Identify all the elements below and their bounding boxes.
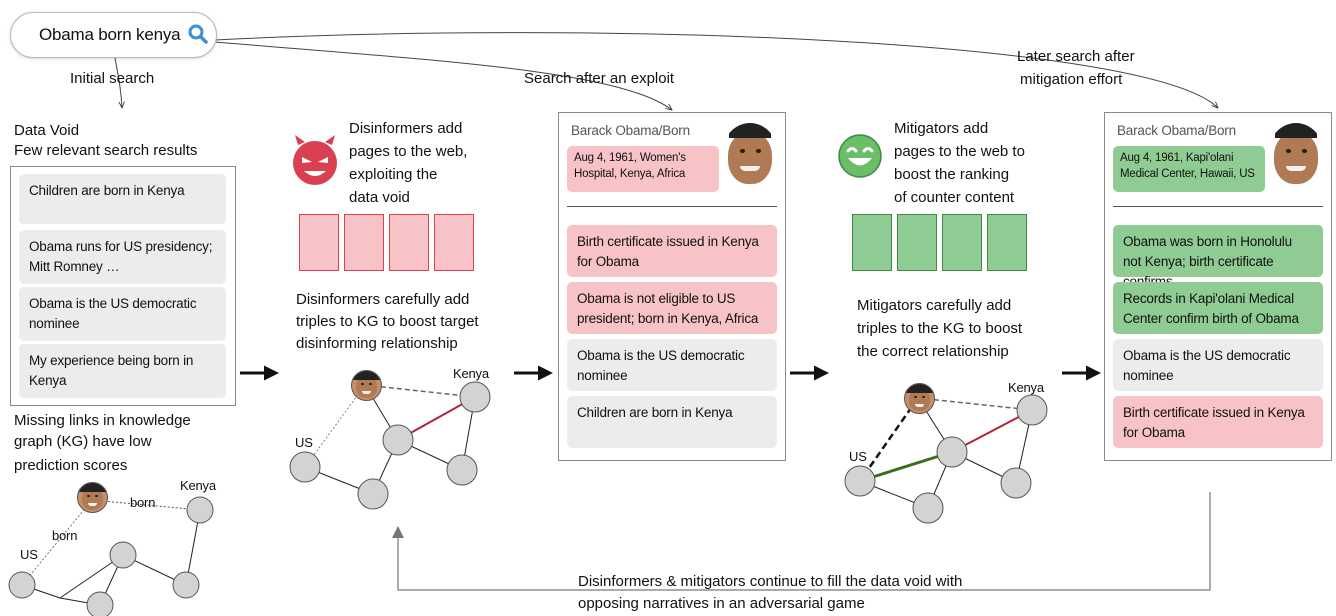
obama-node-avatar: [904, 383, 935, 414]
mitig-page: [897, 214, 937, 271]
kenya-label: Kenya: [453, 366, 489, 381]
search-results-after-mitigation: Barack Obama/Born Aug 4, 1961, Kapi'olan…: [1104, 112, 1332, 461]
result-item[interactable]: Birth certificate issued in Kenya for Ob…: [1113, 396, 1323, 448]
disinf-page: [389, 214, 429, 271]
mitig-triples-line-3: the correct relationship: [857, 343, 1009, 360]
us-label: US: [20, 547, 38, 562]
result-item[interactable]: Birth certificate issued in Kenya for Ob…: [567, 225, 777, 277]
born-edge-label: born: [52, 528, 78, 543]
born-edge-label: born: [130, 495, 156, 510]
missing-links-line-3: prediction scores: [14, 457, 128, 474]
panel-divider: [1113, 206, 1323, 207]
result-item[interactable]: Obama is the US democratic nominee: [19, 287, 226, 341]
panel-divider: [567, 206, 777, 207]
result-item[interactable]: Obama is the US democratic nominee: [1113, 339, 1323, 391]
missing-links-line-2: graph (KG) have low: [14, 433, 152, 450]
disinf-triples-line-3: disinforming relationship: [296, 335, 458, 352]
disinf-page: [344, 214, 384, 271]
bottom-caption-line-2: opposing narratives in an adversarial ga…: [578, 595, 865, 612]
search-results-after-exploit: Barack Obama/Born Aug 4, 1961, Women's H…: [558, 112, 786, 461]
kg-graph-disinformed: [289, 381, 491, 510]
disinf-add-line-4: data void: [349, 189, 410, 206]
obama-portrait: [722, 123, 778, 185]
data-void-subtitle: Few relevant search results: [14, 142, 198, 159]
angry-devil-icon: [293, 135, 337, 185]
obama-node-avatar: [351, 370, 382, 401]
kenya-label: Kenya: [1008, 380, 1044, 395]
exploit-search-label: Search after an exploit: [524, 70, 675, 87]
mitig-page: [942, 214, 982, 271]
mitig-add-line-3: boost the ranking: [894, 166, 1010, 183]
result-item[interactable]: Obama is not eligible to US president; b…: [567, 282, 777, 334]
disinf-page: [299, 214, 339, 271]
us-label: US: [295, 435, 313, 450]
mitig-add-line-2: pages to the web to: [894, 143, 1025, 160]
result-item[interactable]: Obama runs for US presidency; Mitt Romne…: [19, 230, 226, 284]
missing-links-line-1: Missing links in knowledge: [14, 412, 191, 429]
later-search-arrow: [214, 32, 1218, 108]
mitig-triples-line-1: Mitigators carefully add: [857, 297, 1012, 314]
mitig-triples-line-2: triples to the KG to boost: [857, 320, 1023, 337]
kg-graph-initial: [8, 496, 214, 616]
exploit-search-arrow: [214, 41, 672, 110]
mitig-add-line-4: of counter content: [894, 189, 1015, 206]
kg-panel-header: Barack Obama/Born: [1117, 123, 1236, 138]
search-bar[interactable]: Obama born kenya: [10, 12, 217, 58]
us-label: US: [849, 449, 867, 464]
feedback-loop-arrow: [397, 492, 1211, 591]
search-query[interactable]: Obama born kenya: [39, 25, 181, 44]
obama-node-avatar: [77, 482, 108, 513]
obama-portrait: [1268, 123, 1324, 185]
search-icon[interactable]: [187, 23, 209, 45]
result-item[interactable]: Records in Kapi'olani Medical Center con…: [1113, 282, 1323, 334]
data-void-title: Data Void: [14, 122, 80, 139]
disinf-add-line-3: exploiting the: [349, 166, 438, 183]
mitig-page: [987, 214, 1027, 271]
disinf-add-line-2: pages to the web,: [349, 143, 468, 160]
later-search-label-1: Later search after: [1017, 48, 1135, 65]
mitig-page: [852, 214, 892, 271]
result-item[interactable]: Obama was born in Honolulu not Kenya; bi…: [1113, 225, 1323, 289]
initial-search-arrow: [114, 57, 122, 108]
kg-panel-header: Barack Obama/Born: [571, 123, 690, 138]
result-item[interactable]: Children are born in Kenya: [567, 396, 777, 448]
result-item[interactable]: My experience being born in Kenya: [19, 344, 226, 398]
happy-face-icon: [838, 134, 882, 178]
kenya-label: Kenya: [180, 478, 216, 493]
bottom-caption-line-1: Disinformers & mitigators continue to fi…: [578, 573, 963, 590]
later-search-label-2: mitigation effort: [1020, 71, 1123, 88]
disinf-triples-line-2: triples to KG to boost target: [296, 313, 479, 330]
mitig-add-line-1: Mitigators add: [894, 120, 989, 137]
disinf-page: [434, 214, 474, 271]
result-item[interactable]: Children are born in Kenya: [19, 174, 226, 224]
disinf-triples-line-1: Disinformers carefully add: [296, 291, 470, 308]
kg-fact-card: Aug 4, 1961, Women's Hospital, Kenya, Af…: [567, 146, 719, 192]
search-results-initial: Children are born in Kenya Obama runs fo…: [10, 166, 236, 406]
result-item[interactable]: Obama is the US democratic nominee: [567, 339, 777, 391]
disinf-add-line-1: Disinformers add: [349, 120, 463, 137]
initial-search-label: Initial search: [70, 70, 155, 87]
kg-fact-card: Aug 4, 1961, Kapi'olani Medical Center, …: [1113, 146, 1265, 192]
kg-graph-mitigated: [844, 394, 1048, 524]
